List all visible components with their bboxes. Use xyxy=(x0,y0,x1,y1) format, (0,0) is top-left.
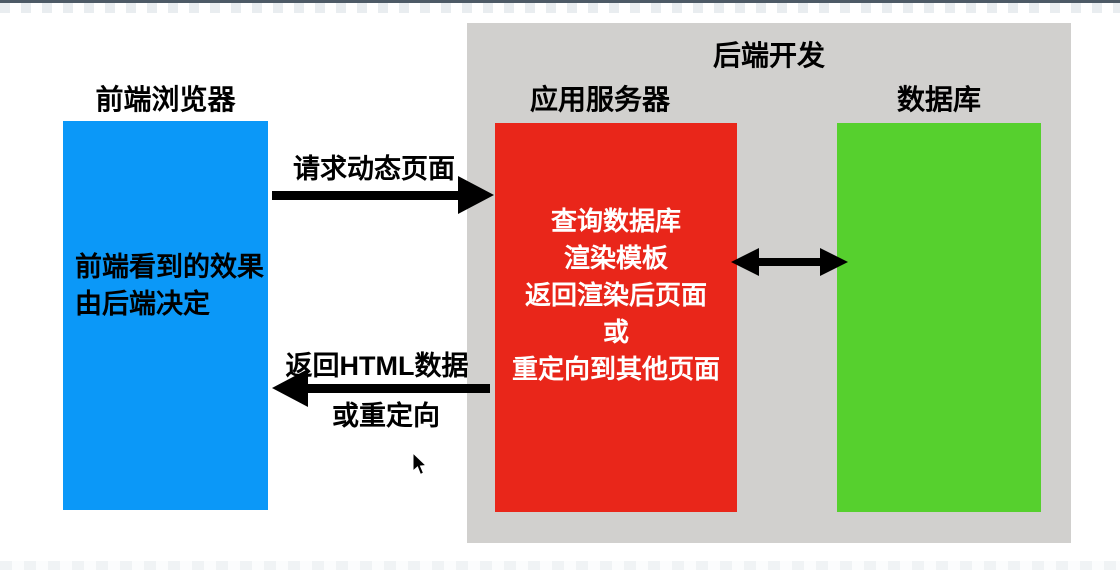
mouse-cursor-icon xyxy=(411,451,429,483)
frontend-note: 前端看到的效果 由后端决定 xyxy=(75,249,265,323)
response-arrow-label-line2: 或重定向 xyxy=(332,401,440,431)
response-arrow-label-line1: 返回HTML数据 xyxy=(285,351,469,381)
app-server-box xyxy=(495,123,737,512)
app-server-tasks: 查询数据库 渲染模板 返回渲染后页面 或 重定向到其他页面 xyxy=(495,203,737,388)
request-arrow-label: 请求动态页面 xyxy=(293,154,455,184)
request-arrow-head-icon xyxy=(458,176,494,214)
database-box xyxy=(837,123,1041,512)
request-arrow-shaft xyxy=(272,191,460,200)
frontend-note-line2: 由后端决定 xyxy=(75,289,210,319)
database-title: 数据库 xyxy=(896,84,981,115)
db-sync-arrow-left-head-icon xyxy=(731,248,759,276)
app-server-task: 返回渲染后页面 xyxy=(524,280,707,310)
app-server-task: 或 xyxy=(602,317,629,347)
db-sync-arrow-shaft xyxy=(756,258,823,266)
top-artifact-line xyxy=(0,0,1120,3)
top-noise-strip xyxy=(0,3,1120,13)
app-server-task: 渲染模板 xyxy=(563,243,668,273)
backend-title: 后端开发 xyxy=(712,40,825,71)
frontend-title: 前端浏览器 xyxy=(95,84,236,115)
frontend-note-line1: 前端看到的效果 xyxy=(75,252,264,282)
response-arrow-head-icon xyxy=(272,369,308,407)
frontend-browser-box xyxy=(63,121,268,510)
bottom-noise-strip xyxy=(0,561,1120,570)
response-arrow-shaft xyxy=(306,384,490,393)
app-server-task: 重定向到其他页面 xyxy=(511,354,720,384)
db-sync-arrow-right-head-icon xyxy=(820,248,848,276)
app-server-title: 应用服务器 xyxy=(529,84,670,115)
app-server-task: 查询数据库 xyxy=(550,206,681,236)
